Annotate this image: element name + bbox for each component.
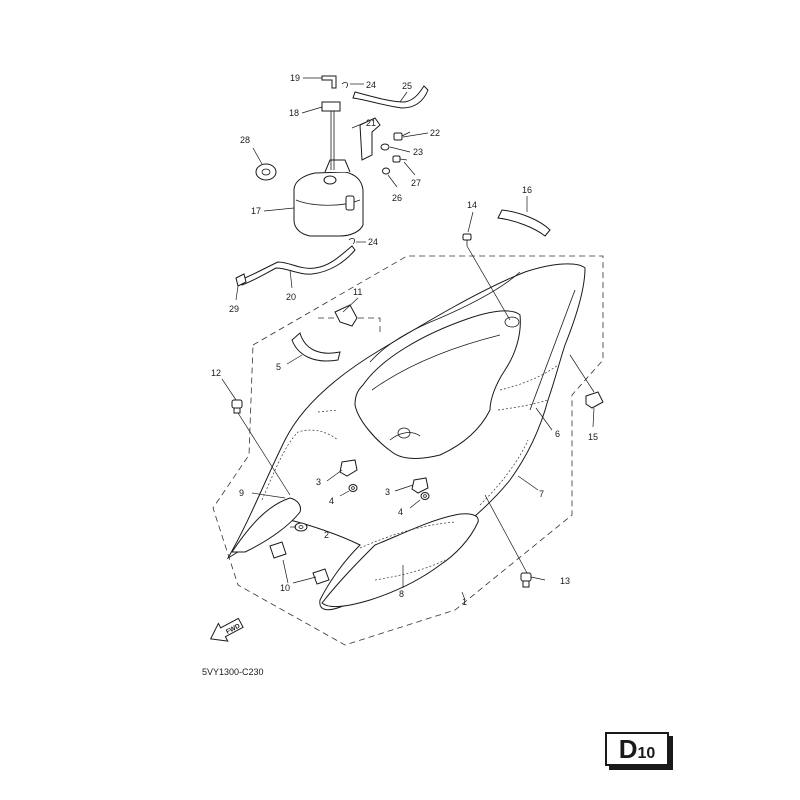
callout-13: 13 bbox=[560, 576, 570, 586]
bolt-13 bbox=[520, 572, 532, 588]
callout-9: 9 bbox=[239, 488, 244, 498]
side-panel-lower bbox=[321, 513, 479, 608]
nut-4a bbox=[348, 484, 358, 492]
bolt-22 bbox=[393, 131, 411, 141]
bracket-11 bbox=[334, 304, 358, 327]
callout-20: 20 bbox=[286, 292, 296, 302]
bracket-21 bbox=[359, 117, 381, 161]
callout-16: 16 bbox=[522, 185, 532, 195]
clip-3b bbox=[411, 477, 429, 494]
callout-3b: 3 bbox=[385, 487, 390, 497]
callout-26: 26 bbox=[392, 193, 402, 203]
damper-10b bbox=[312, 568, 330, 585]
callout-11: 11 bbox=[353, 287, 362, 297]
clip-3a bbox=[339, 459, 358, 477]
callout-4b: 4 bbox=[398, 507, 403, 517]
band-5 bbox=[291, 332, 341, 362]
cap-18 bbox=[321, 101, 341, 170]
side-cover-left bbox=[231, 497, 301, 553]
callout-28: 28 bbox=[240, 135, 250, 145]
page-badge-number: 10 bbox=[637, 745, 656, 762]
callout-21: 21 bbox=[366, 118, 376, 128]
callout-6: 6 bbox=[555, 429, 560, 439]
callout-3a: 3 bbox=[316, 477, 321, 487]
callout-7: 7 bbox=[539, 489, 544, 499]
callout-19: 19 bbox=[290, 73, 300, 83]
hose-25 bbox=[352, 85, 429, 109]
callout-15: 15 bbox=[588, 432, 598, 442]
washer-26 bbox=[382, 167, 390, 175]
callout-25: 25 bbox=[402, 81, 412, 91]
bolt-27 bbox=[392, 155, 408, 163]
nut-4b bbox=[420, 492, 430, 500]
clip-24b bbox=[348, 237, 356, 245]
damper-10a bbox=[269, 541, 287, 559]
assembly-boundary bbox=[212, 255, 604, 646]
washer-2 bbox=[294, 522, 308, 532]
callout-29: 29 bbox=[229, 304, 239, 314]
callout-5: 5 bbox=[276, 362, 281, 372]
fwd-arrow-icon: FWD bbox=[209, 617, 244, 642]
clip-24a bbox=[341, 81, 349, 89]
callout-24a: 24 bbox=[366, 80, 376, 90]
emblem-16 bbox=[497, 209, 551, 237]
callout-22: 22 bbox=[430, 128, 440, 138]
leader-lines bbox=[221, 77, 595, 601]
callout-labels: 1 2 3 3 4 4 5 6 7 8 9 10 11 12 13 14 15 … bbox=[211, 73, 598, 607]
seat-cowl bbox=[226, 263, 586, 611]
page-badge-letter: D bbox=[618, 734, 638, 764]
callout-2: 2 bbox=[324, 530, 329, 540]
page-badge: D 10 bbox=[605, 732, 669, 766]
washer-23 bbox=[380, 143, 390, 151]
callout-1: 1 bbox=[462, 597, 467, 607]
callout-18: 18 bbox=[289, 108, 299, 118]
clip-29 bbox=[235, 273, 247, 287]
hose-20 bbox=[239, 245, 356, 286]
callout-17: 17 bbox=[251, 206, 261, 216]
callout-27: 27 bbox=[411, 178, 421, 188]
grommet-28 bbox=[255, 163, 277, 181]
callout-10: 10 bbox=[280, 583, 290, 593]
callout-14: 14 bbox=[467, 200, 477, 210]
callout-23: 23 bbox=[413, 147, 423, 157]
bolt-12 bbox=[231, 399, 243, 414]
figure-code: 5VY1300-C230 bbox=[202, 667, 264, 677]
callout-24b: 24 bbox=[368, 237, 378, 247]
callout-4a: 4 bbox=[329, 496, 334, 506]
nut-15 bbox=[585, 391, 604, 409]
callout-12: 12 bbox=[211, 368, 221, 378]
tank-17 bbox=[293, 159, 364, 237]
screw-14 bbox=[462, 233, 472, 246]
fitting-19 bbox=[321, 75, 337, 89]
callout-8: 8 bbox=[399, 589, 404, 599]
